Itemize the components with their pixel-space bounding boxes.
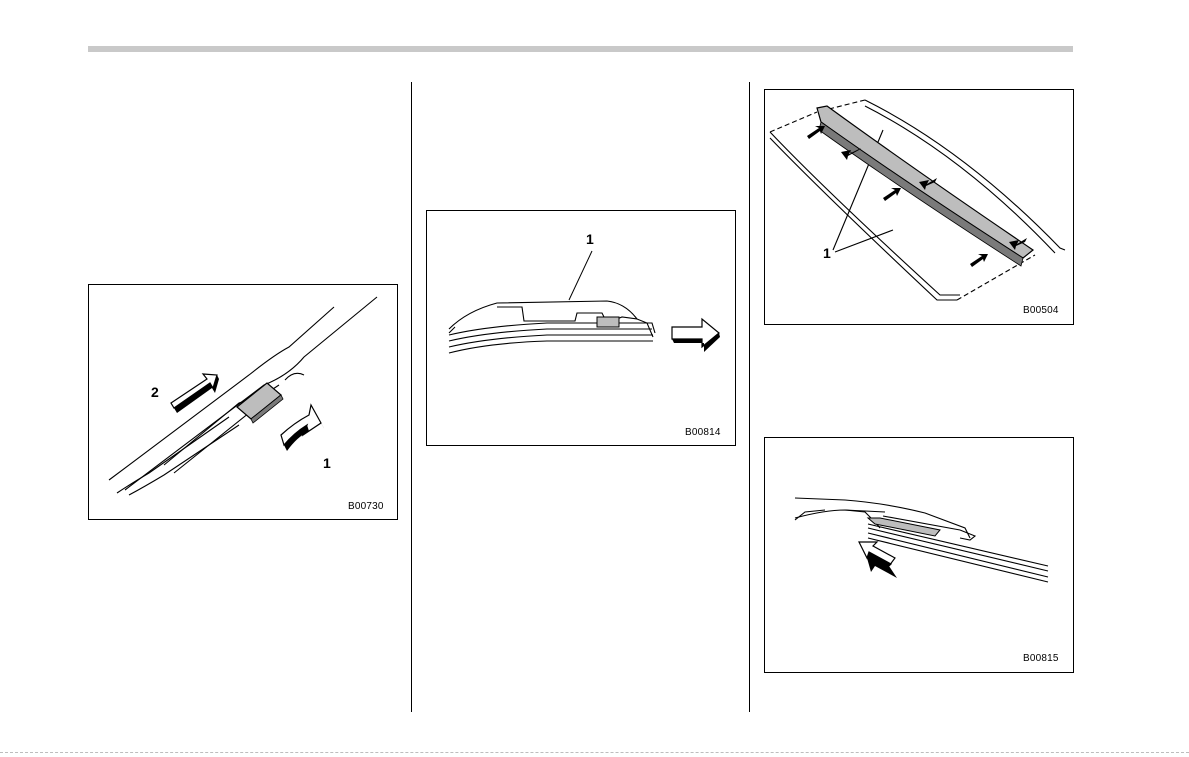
callout-1: 1 [323,455,331,471]
callout-2: 2 [151,384,159,400]
column-divider [749,82,750,712]
callout-1: 1 [586,231,594,247]
figure-rubber-insert: 1 B00504 [764,89,1074,325]
page-bottom-rule [0,752,1189,753]
callout-1: 1 [823,245,831,261]
figure-code: B00815 [1023,653,1059,664]
header-rule [88,46,1073,52]
wiper-rubber-rails-illustration [765,90,1075,326]
figure-wiper-release: 2 1 B00730 [88,284,398,520]
wiper-arm-release-illustration [89,285,399,521]
figure-code: B00730 [348,501,384,512]
wiper-blade-slide-illustration [427,211,737,447]
figure-blade-install: B00815 [764,437,1074,673]
figure-code: B00814 [685,427,721,438]
wiper-blade-install-illustration [765,438,1075,674]
figure-blade-removal: 1 B00814 [426,210,736,446]
column-divider [411,82,412,712]
figure-code: B00504 [1023,305,1059,316]
